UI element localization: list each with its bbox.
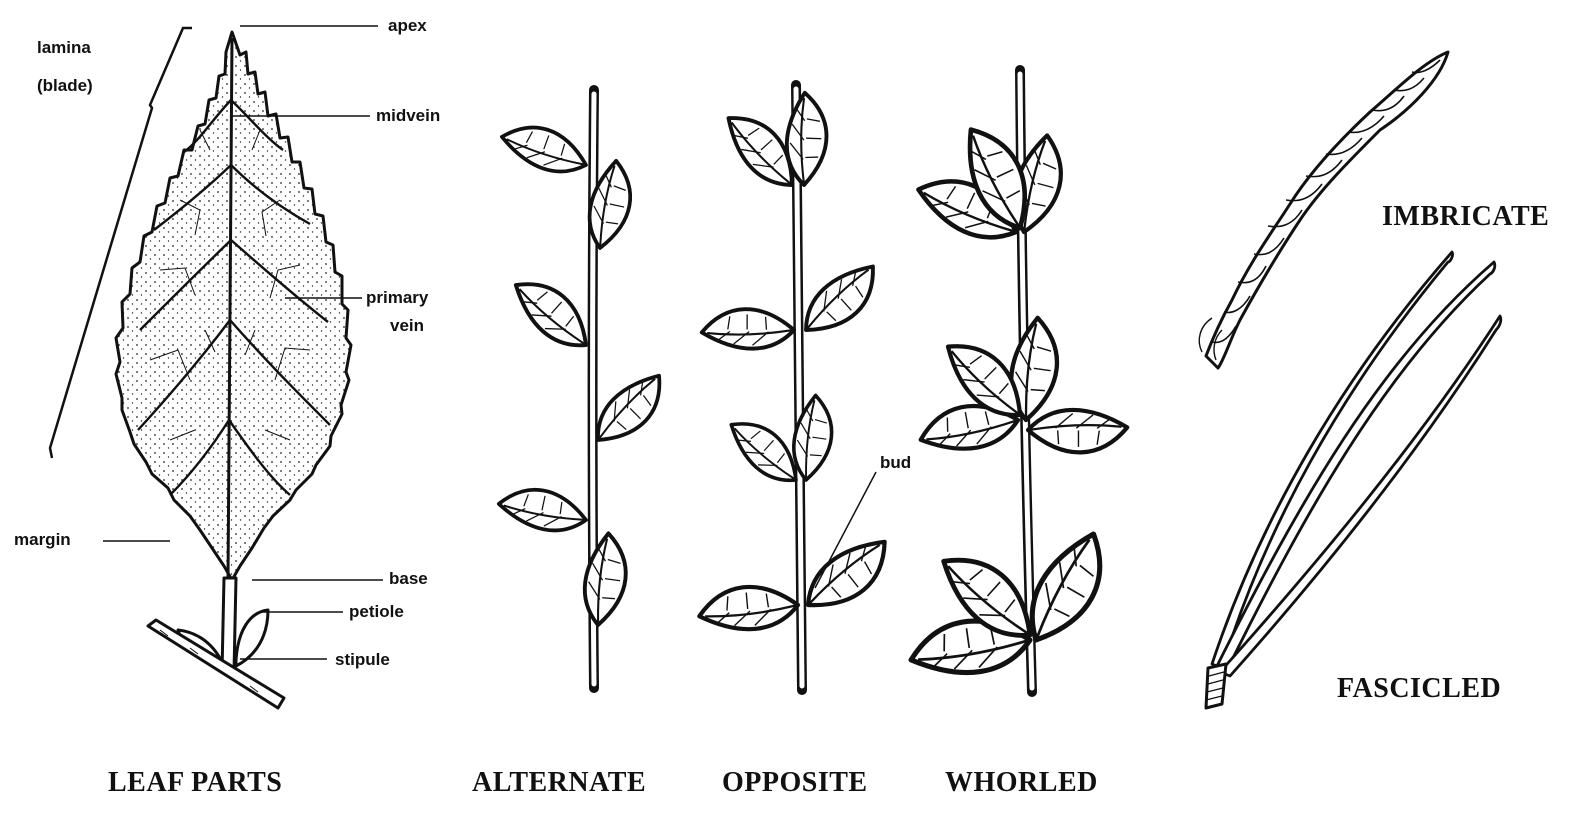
caption-imbricate: IMBRICATE (1382, 201, 1549, 232)
label-petiole: petiole (349, 602, 404, 621)
label-vein: vein (390, 316, 424, 335)
alternate-leaf (498, 471, 590, 550)
opposite-leaf (729, 407, 801, 495)
petiole-shape (222, 578, 236, 672)
alternate-leaf (500, 107, 590, 192)
opposite-leaf (796, 539, 898, 611)
opposite-figure: bud OPPOSITE (699, 85, 912, 798)
label-lamina: lamina (37, 38, 91, 57)
caption-alternate: ALTERNATE (472, 767, 646, 798)
caption-leaf-parts: LEAF PARTS (108, 767, 282, 798)
stipule-right (236, 610, 268, 666)
label-apex: apex (388, 16, 427, 35)
whorled-figure: WHORLED (910, 70, 1128, 798)
label-margin: margin (14, 530, 71, 549)
caption-opposite: OPPOSITE (722, 767, 868, 798)
alternate-leaf (570, 160, 649, 252)
caption-fascicled: FASCICLED (1337, 673, 1501, 704)
alternate-figure: ALTERNATE (472, 90, 675, 798)
fascicled-figure: FASCICLED (1206, 252, 1501, 708)
caption-whorled: WHORLED (945, 767, 1098, 798)
opposite-leaf (701, 295, 796, 365)
alternate-leaf (514, 266, 592, 362)
fascicle-sheath (1206, 664, 1226, 708)
label-base: base (389, 569, 428, 588)
opposite-leaf (792, 264, 888, 336)
label-midvein: midvein (376, 106, 440, 125)
label-bud: bud (880, 453, 911, 472)
label-blade: (blade) (37, 76, 93, 95)
leaf-parts-figure: lamina (blade) apex midvein primary vein… (14, 16, 440, 798)
label-primary: primary (366, 288, 429, 307)
opposite-leaf (699, 574, 800, 642)
label-stipule: stipule (335, 650, 390, 669)
alternate-leaf (566, 532, 644, 628)
